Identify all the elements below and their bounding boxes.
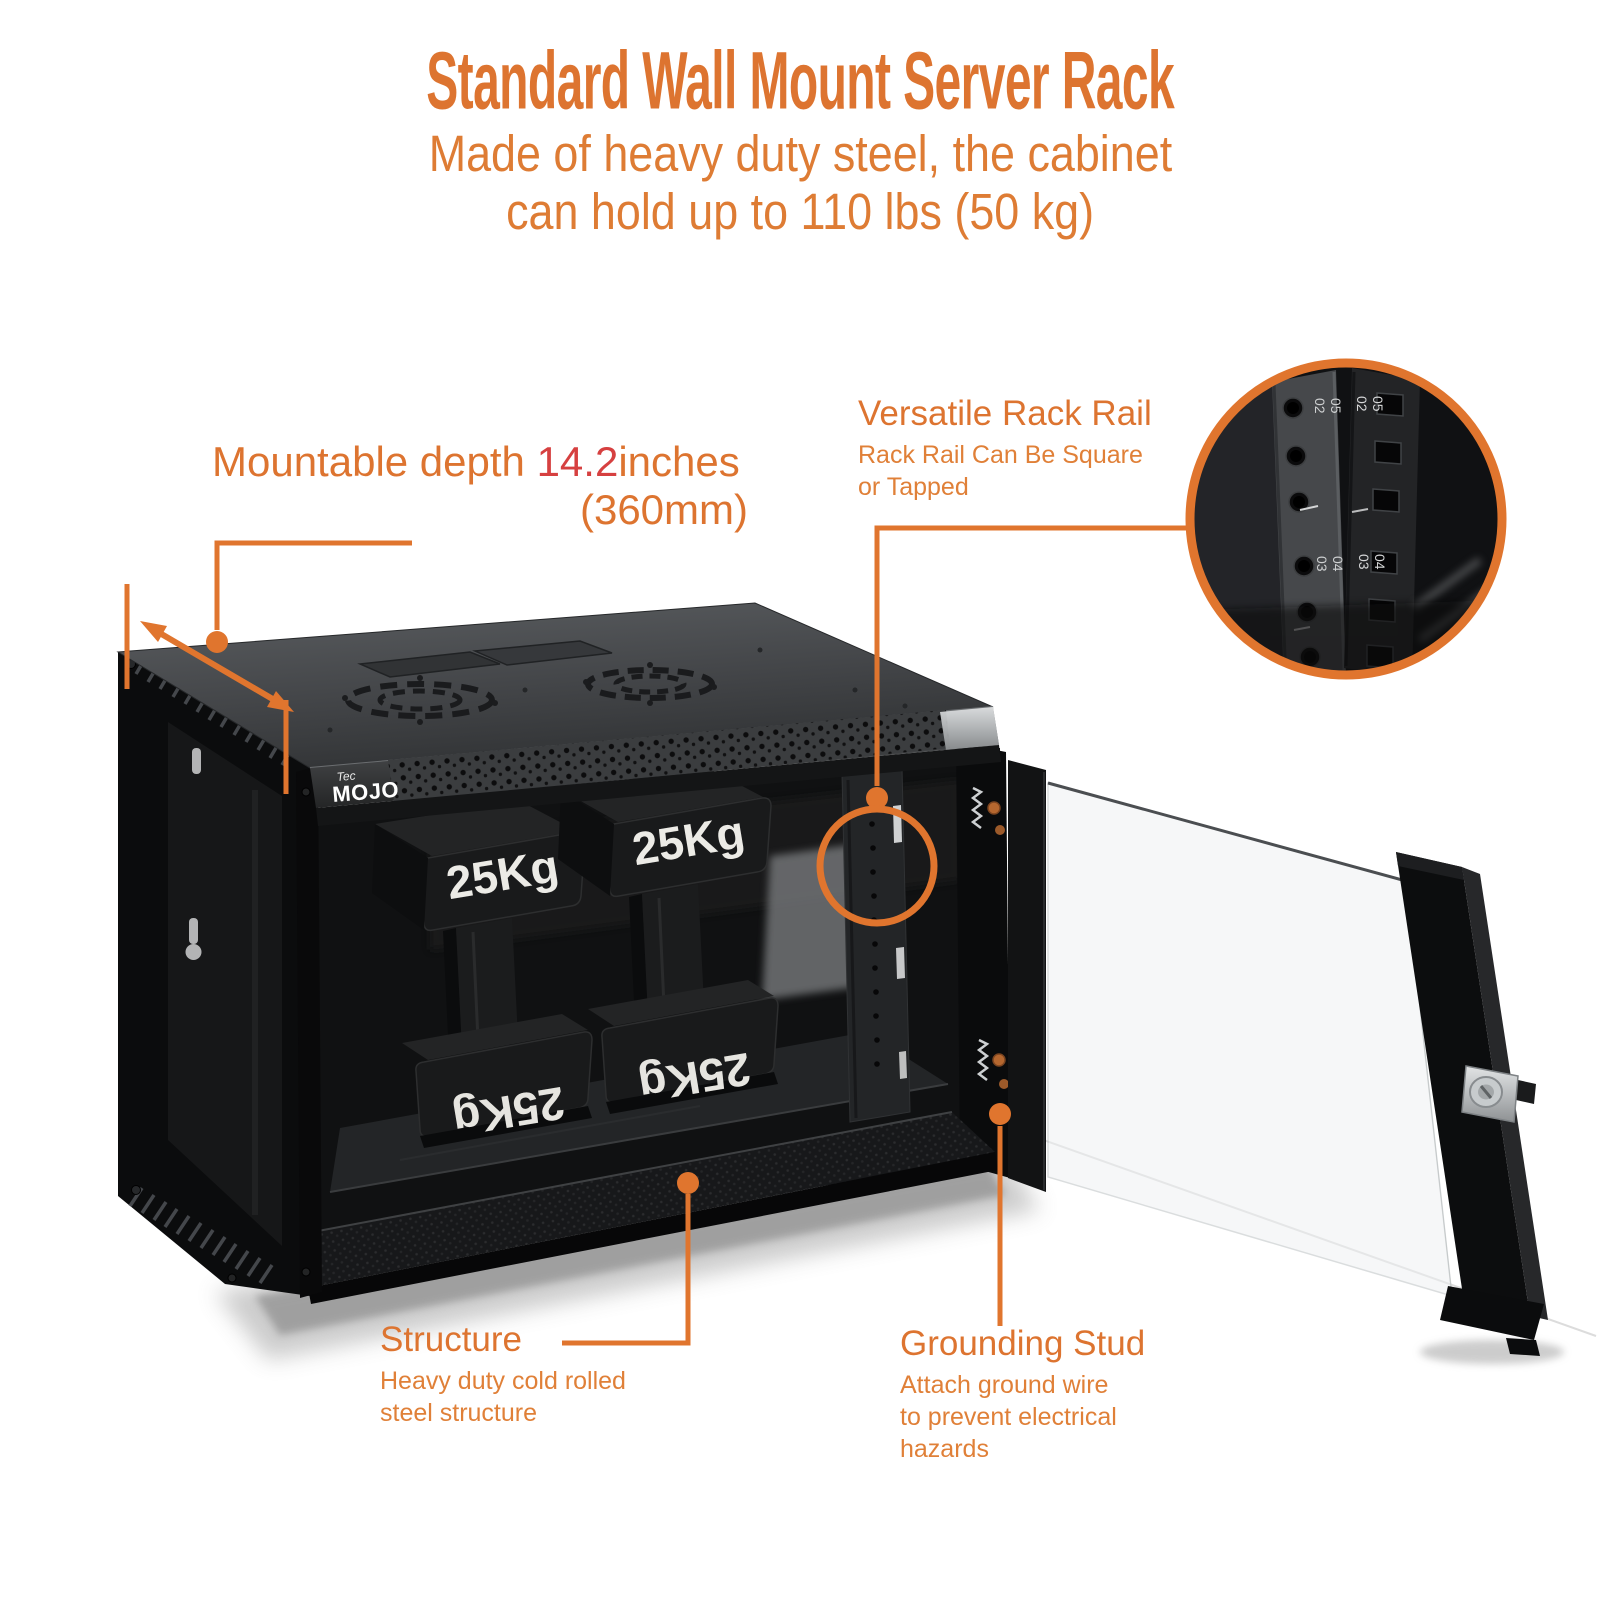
glass-door — [1008, 760, 1548, 1356]
depth-arrow-line — [156, 629, 278, 704]
door-edge-bar — [1396, 852, 1530, 1316]
svg-text:03: 03 — [1356, 554, 1372, 570]
wall-mount-slots — [185, 748, 202, 960]
inset-right-markings: 05 02 04 03 — [1354, 396, 1388, 570]
door-lock — [1461, 1065, 1536, 1123]
bottom-bevel — [301, 1111, 998, 1304]
rail-highlight-ring — [816, 805, 938, 927]
depth-anchor-dot — [206, 631, 228, 653]
rail-detail-inset: 05 02 04 03 05 02 04 03 — [1185, 358, 1507, 680]
subtitle-line-1: Made of heavy duty steel, the cabinet — [428, 125, 1172, 182]
header: Standard Wall Mount Server Rack Made of … — [0, 35, 1600, 240]
structure-connector-line — [562, 1194, 691, 1346]
fan-cutout-right — [583, 662, 717, 706]
mount-plate-left — [357, 651, 501, 678]
depth-arrowhead-up-icon — [140, 621, 167, 642]
svg-text:02: 02 — [1354, 396, 1370, 412]
callout-mountable-depth: Mountable depth 14.2inches (360mm) — [212, 438, 770, 534]
svg-text:03: 03 — [1314, 556, 1330, 572]
grounding-title: Grounding Stud — [900, 1324, 1146, 1363]
inset-left-markings: 05 02 04 03 — [1312, 398, 1346, 572]
door-foot — [1440, 1286, 1544, 1340]
annotation-lines — [124, 525, 1190, 1346]
test-weights: 25Kg 25Kg 25Kg 25Kg — [370, 765, 780, 1150]
rack-rail — [841, 767, 911, 1123]
svg-text:05: 05 — [1328, 398, 1344, 414]
hinge-spring-bottom — [976, 1038, 990, 1081]
inset-border-ring — [1185, 358, 1507, 680]
grounding-anchor-dot — [989, 1103, 1011, 1125]
hinge-pin-top — [987, 801, 1001, 815]
svg-text:04: 04 — [1372, 554, 1388, 570]
depth-label: Mountable depth 14.2inches — [212, 438, 740, 485]
front-bevel: Tec MOJO — [310, 707, 1001, 826]
front-left-post — [296, 766, 322, 1298]
brand-small: Tec — [336, 769, 356, 784]
structure-desc: Heavy duty cold rolled steel structure — [380, 1367, 626, 1427]
depth-metric: (360mm) — [579, 486, 748, 533]
subtitle-line-2: can hold up to 110 lbs (50 kg) — [506, 183, 1094, 240]
grounding-desc: Attach ground wire to prevent electrical… — [900, 1371, 1117, 1463]
structure-anchor-dot — [677, 1172, 699, 1194]
structure-title: Structure — [380, 1320, 522, 1359]
mount-plate-right — [472, 640, 613, 666]
depth-connector-line — [214, 540, 412, 630]
svg-text:05: 05 — [1370, 396, 1386, 412]
grounding-stud — [992, 1053, 1006, 1067]
hinge-spring-top — [970, 786, 984, 829]
perforated-vent-strip — [388, 710, 950, 802]
fan-cutout-left — [342, 675, 498, 725]
page-title: Standard Wall Mount Server Rack — [426, 35, 1174, 126]
door-glass — [1047, 782, 1453, 1298]
door-hinge-stile — [1008, 760, 1046, 1192]
rail-anchor-dot — [866, 787, 888, 809]
rail-connector-line — [874, 525, 1190, 786]
svg-text:02: 02 — [1312, 398, 1328, 414]
svg-text:04: 04 — [1330, 556, 1346, 572]
door-hinge-post — [956, 742, 1010, 1178]
callout-structure: Structure Heavy duty cold rolled steel s… — [380, 1320, 626, 1429]
callout-grounding-stud: Grounding Stud Attach ground wire to pre… — [900, 1324, 1145, 1465]
cabinet-floor — [330, 1032, 948, 1192]
depth-arrowhead-down-icon — [267, 691, 294, 712]
rack-rail-title: Versatile Rack Rail — [858, 394, 1152, 433]
left-side-panel — [118, 651, 322, 1298]
rack-rail-desc: Rack Rail Can Be Square or Tapped — [858, 441, 1143, 501]
bottom-vent-slats — [128, 1187, 274, 1284]
depth-value: 14.2 — [536, 438, 619, 485]
callout-rack-rail: Versatile Rack Rail Rack Rail Can Be Squ… — [858, 394, 1152, 503]
